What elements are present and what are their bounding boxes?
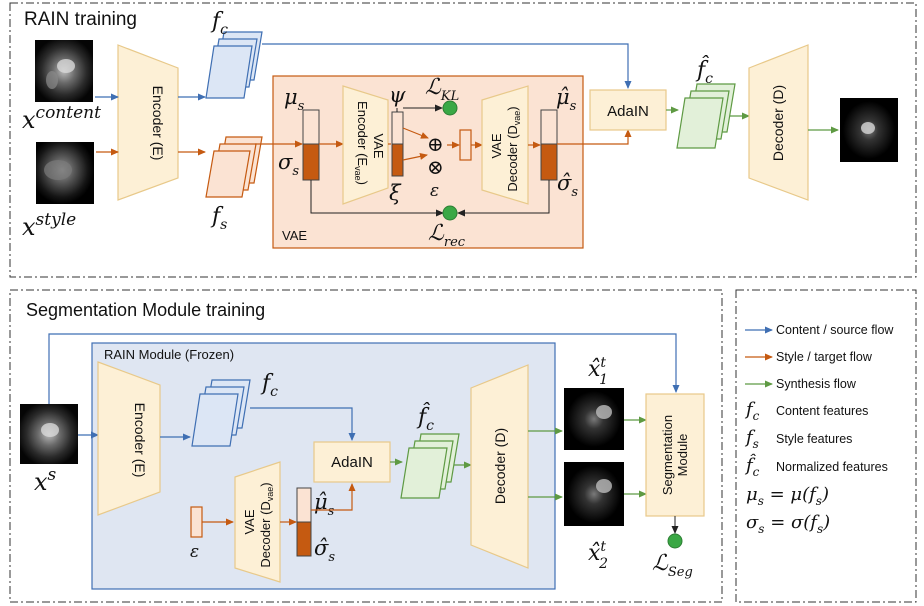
seg-loss-label: ℒSeg [652, 551, 693, 580]
x-style-label: xstyle [22, 210, 76, 241]
bottom-adain-block [313, 441, 391, 483]
rain-training-panel [9, 2, 917, 278]
content-image [35, 40, 93, 102]
bottom-vae-decoder-label: VAEDecoder (Dvae) [242, 482, 275, 567]
bottom-decoder-label: Decoder (D) [492, 428, 508, 504]
segmentation-training-panel [9, 289, 723, 603]
legend-synthesis-label: Synthesis flow [776, 377, 857, 391]
bottom-adain-label: AdaIN [331, 454, 373, 471]
fc-label: fc [210, 9, 228, 38]
decoder-block [748, 44, 809, 201]
mu-hat-label: μ̂s [556, 85, 577, 114]
legend-content-label: Content / source flow [776, 323, 894, 337]
legend-style-label: Style / target flow [776, 350, 873, 364]
encoder-block [117, 44, 179, 201]
mu-s-bar [302, 109, 320, 145]
psi-to-oplus-arrow [402, 127, 429, 139]
sigma-s-label: σs [278, 150, 299, 179]
rain-training-title: RAIN training [24, 9, 137, 30]
bottom-epsilon-label: ε [190, 542, 199, 562]
sigma-s-bar [302, 143, 320, 181]
source-image [20, 404, 78, 464]
xi-bar [391, 143, 404, 177]
xi-label: ξ [389, 181, 402, 205]
legend-fchat-symbol: f̂c [744, 453, 760, 479]
bottom-sigma-hat-bar [296, 521, 312, 557]
vae-container [272, 75, 584, 249]
rain-module-label: RAIN Module (Frozen) [104, 347, 234, 362]
legend-mu-equation: μs = μ(fs) [746, 484, 829, 508]
legend-fs-symbol: fs [744, 427, 759, 451]
mu-s-label: μs [284, 85, 305, 114]
legend-fc-desc: Content features [776, 404, 868, 418]
decoder-label: Decoder (D) [770, 85, 786, 161]
sigma-hat-bar [540, 143, 558, 181]
style-image [36, 142, 94, 204]
psi-label: ψ [389, 83, 406, 107]
bottom-fchat-feature-stack [400, 433, 460, 499]
sigma-hat-label: σ̂s [557, 171, 578, 200]
bottom-encoder-label: Encoder (E) [132, 403, 148, 478]
bottom-epsilon-bar [190, 506, 203, 538]
hat-stats-to-adain-arrow [557, 129, 632, 145]
bottom-stats-to-adain-arrow [311, 483, 356, 511]
kl-loss-node [442, 100, 458, 116]
legend-fchat-desc: Normalized features [776, 460, 888, 474]
legend-fc-symbol: fc [744, 399, 760, 423]
encoder-label: Encoder (E) [150, 86, 166, 161]
vae-container-label: VAE [282, 228, 307, 243]
oplus-op: ⊕ [427, 132, 444, 156]
bottom-encoder-block [97, 361, 161, 516]
bottom-sigma-hat-label: σ̂s [314, 536, 335, 565]
x-s-label: xs [34, 465, 57, 496]
kl-loss-label: ℒKL [425, 75, 459, 104]
source-to-seg-arrow [48, 333, 680, 404]
legend-sigma-equation: σs = σ(fs) [746, 512, 830, 536]
bottom-fc-feature-stack [191, 379, 251, 447]
fs-feature-stack [205, 136, 263, 198]
fc-to-adain-arrow [262, 43, 632, 89]
vae-encoder-label: VAEEncoder (Evae) [353, 101, 386, 185]
fc-feature-stack [205, 31, 263, 99]
bottom-mu-hat-label: μ̂s [314, 490, 335, 519]
rec-loss-label: ℒrec [428, 221, 466, 250]
sampled-latent-bar [459, 129, 472, 161]
hat-stats-to-rec-arrow [457, 180, 550, 217]
adain-label: AdaIN [607, 103, 649, 120]
vae-decoder-label: VAEDecoder (Dvae) [489, 106, 522, 191]
synth-image-2 [564, 462, 624, 526]
epsilon-label: ε [430, 181, 439, 201]
fchat-feature-stack [676, 83, 736, 149]
vae-decoder-block [481, 85, 529, 205]
bottom-fc-to-adain-arrow [250, 407, 356, 441]
otimes-op: ⊗ [427, 155, 444, 179]
segmentation-module-label: SegmentationModule [660, 415, 690, 495]
mu-hat-bar [540, 109, 558, 145]
bottom-mu-hat-bar [296, 487, 312, 523]
segmentation-training-title: Segmentation Module training [26, 300, 265, 320]
bottom-decoder-block [470, 364, 529, 569]
synth-image-1 [564, 388, 624, 450]
vae-encoder-block [342, 85, 389, 205]
stats-to-rec-arrow [310, 180, 444, 217]
rec-loss-node [442, 205, 458, 221]
output-image [840, 98, 898, 162]
x-content-label: xcontent [22, 103, 101, 134]
legend-panel [735, 289, 917, 603]
seg-loss-node [667, 533, 683, 549]
psi-bar [391, 111, 404, 145]
fs-label: fs [210, 204, 227, 233]
segmentation-module-block [645, 393, 705, 517]
fchat-label: f̂c [695, 56, 713, 87]
xi-to-otimes-arrow [402, 153, 428, 161]
legend-fs-desc: Style features [776, 432, 852, 446]
bottom-vae-decoder-block [234, 461, 281, 583]
